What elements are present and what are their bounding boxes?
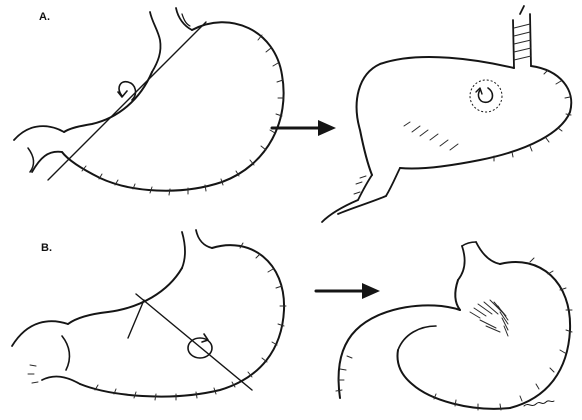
panel-a-stomach-before (14, 8, 284, 195)
panel-b-stomach-after (336, 242, 572, 410)
panel-a-stomach-after (322, 6, 571, 222)
rotation-arrow-icon (188, 338, 212, 358)
arrow-right-icon (316, 283, 380, 299)
panel-b-stomach-before (12, 230, 286, 400)
arrow-right-icon (272, 120, 336, 136)
